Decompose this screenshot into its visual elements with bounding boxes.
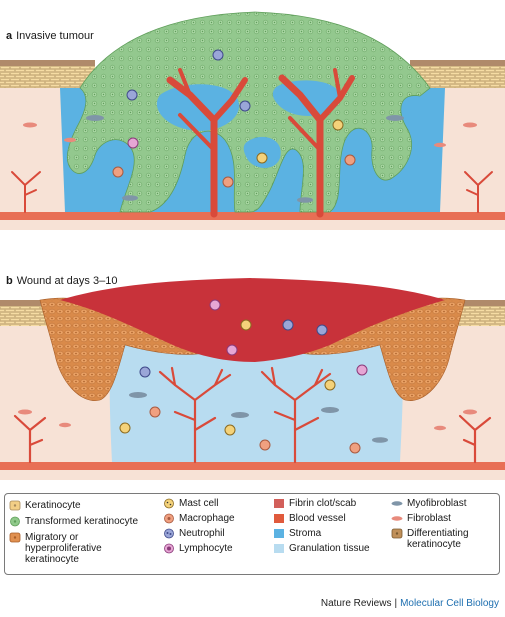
legend-label: Lymphocyte — [179, 543, 233, 554]
stroma-swatch — [273, 528, 285, 539]
legend-label: Blood vessel — [289, 513, 346, 524]
fibroblasts-b — [18, 409, 477, 431]
legend-label: Keratinocyte — [25, 500, 81, 511]
legend-item-stroma: Stroma — [273, 528, 321, 539]
myofibroblasts-a — [86, 115, 404, 203]
publisher-name: Nature Reviews — [320, 598, 392, 609]
fibroblast-icon — [391, 513, 403, 524]
legend-item-granulation-tissue: Granulation tissue — [273, 543, 370, 554]
legend-label: Stroma — [289, 528, 322, 539]
legend-label: Mast cell — [179, 498, 219, 509]
journal-credit: Nature Reviews|Molecular Cell Biology — [321, 598, 499, 609]
legend: Keratinocyte Transformed keratinocyte Mi… — [4, 493, 500, 575]
legend-label: Granulation tissue — [289, 543, 370, 554]
fibrin-clot-swatch — [273, 498, 285, 509]
legend-item-myofibroblast: Myofibroblast — [391, 498, 466, 509]
legend-label: Differentiating keratinocyte — [407, 528, 469, 550]
differentiating-keratinocyte-icon — [391, 528, 403, 539]
skin-diagram — [0, 11, 505, 480]
legend-label: Neutrophil — [179, 528, 225, 539]
immune-cells-a — [112, 49, 356, 188]
migratory-keratinocyte-icon — [9, 532, 21, 543]
macrophage-icon — [163, 513, 175, 524]
legend-item-lymphocyte: Lymphocyte — [163, 543, 233, 554]
legend-label: Transformed keratinocyte — [25, 516, 139, 527]
panel-a-diagram — [0, 11, 505, 230]
granulation-tissue-swatch — [273, 543, 285, 554]
panel-b-letter: b — [6, 275, 13, 287]
legend-item-neutrophil: Neutrophil — [163, 528, 225, 539]
legend-label: Migratory or hyperproliferative keratino… — [25, 532, 102, 565]
credit-separator: | — [394, 598, 398, 609]
basal-lamina — [0, 212, 505, 220]
legend-item-mast-cell: Mast cell — [163, 498, 218, 509]
legend-item-fibrin-clot: Fibrin clot/scab — [273, 498, 356, 509]
transformed-keratinocyte-icon — [9, 516, 21, 527]
keratinocyte-icon — [9, 500, 21, 511]
neutrophil-icon — [163, 528, 175, 539]
panel-a-label: Invasive tumour — [16, 30, 94, 42]
lymphocyte-icon — [163, 543, 175, 554]
myofibroblasts-b — [129, 392, 388, 443]
mast-cell-icon — [163, 498, 175, 509]
panel-b-label: Wound at days 3–10 — [16, 275, 118, 287]
myofibroblast-icon — [391, 498, 403, 509]
legend-item-macrophage: Macrophage — [163, 513, 235, 524]
dermal-vessels-a — [11, 171, 493, 213]
legend-label: Fibroblast — [407, 513, 451, 524]
fibroblasts-a — [23, 122, 477, 148]
basal-lamina-b — [0, 462, 505, 470]
legend-item-keratinocyte: Keratinocyte — [9, 500, 81, 511]
stroma-island-3 — [243, 136, 281, 168]
panel-a-letter: a — [6, 30, 13, 42]
tumour-mass — [66, 11, 431, 213]
blood-vessel-swatch — [273, 513, 285, 524]
journal-name: Molecular Cell Biology — [400, 598, 499, 609]
panel-b-diagram — [0, 278, 505, 480]
blood-vessels-a — [166, 68, 355, 218]
fibrin-clot-scab — [60, 278, 445, 362]
legend-item-migratory-keratinocyte: Migratory or hyperproliferative keratino… — [9, 532, 119, 565]
legend-item-blood-vessel: Blood vessel — [273, 513, 346, 524]
legend-label: Myofibroblast — [407, 498, 467, 509]
legend-item-differentiating-keratinocyte: Differentiating keratinocyte — [391, 528, 497, 550]
blood-vessels-b — [13, 366, 492, 464]
legend-label: Macrophage — [179, 513, 235, 524]
legend-item-transformed-keratinocyte: Transformed keratinocyte — [9, 516, 138, 527]
legend-item-fibroblast: Fibroblast — [391, 513, 451, 524]
immune-cells-b — [119, 299, 368, 454]
legend-label: Fibrin clot/scab — [289, 498, 357, 509]
